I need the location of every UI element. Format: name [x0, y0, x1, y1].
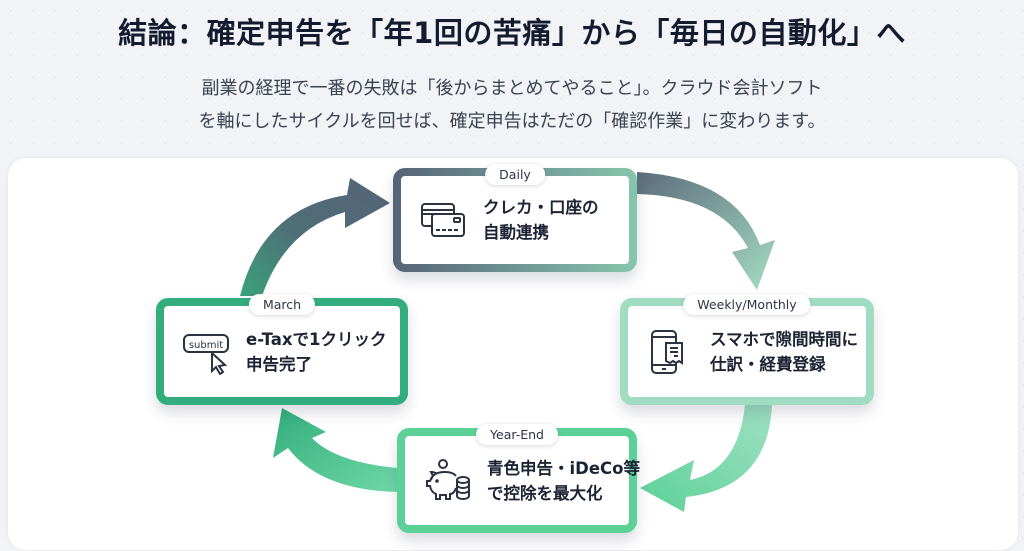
page-subtitle: 副業の経理で一番の失敗は「後からまとめてやること」。クラウド会計ソフト を軸にし…	[0, 72, 1024, 138]
cycle-node-daily: クレカ・口座の 自動連携 Daily	[393, 164, 637, 272]
node-text: 青色申告・iDeCo等 で控除を最大化	[487, 456, 640, 506]
node-text-line: スマホで隙間時間に	[710, 329, 859, 349]
piggy-bank-coins-icon	[426, 458, 470, 500]
cycle-node-year-end: 青色申告・iDeCo等 で控除を最大化 Year-End	[397, 424, 640, 533]
subtitle-line: を軸にしたサイクルを回せば、確定申告はただの「確認作業」に変わります。	[198, 111, 826, 132]
node-text: スマホで隙間時間に 仕訳・経費登録	[710, 327, 858, 377]
node-text-line: 青色申告・iDeCo等	[487, 458, 640, 478]
node-text-line: で控除を最大化	[487, 483, 603, 503]
smartphone-receipt-icon	[651, 329, 683, 374]
node-text-line: 仕訳・経費登録	[710, 354, 826, 374]
arrow-daily-to-weekly	[637, 172, 775, 290]
node-tag: Year-End	[476, 424, 558, 445]
subtitle-line: 副業の経理で一番の失敗は「後からまとめてやること」。クラウド会計ソフト	[201, 78, 823, 99]
node-text-line: e-Taxで1クリック	[246, 329, 387, 349]
arrow-yearend-to-march	[273, 408, 397, 492]
arrow-march-to-daily	[240, 178, 390, 296]
node-text-line: 自動連携	[483, 223, 549, 242]
cycle-node-march: submit e-Taxで1クリック 申告完了 March	[156, 294, 408, 405]
cycle-node-weekly-monthly: スマホで隙間時間に 仕訳・経費登録 Weekly/Monthly	[620, 294, 874, 405]
node-text-line: クレカ・口座の	[483, 198, 599, 217]
node-text-line: 申告完了	[246, 354, 312, 374]
page-title: 結論：確定申告を「年1回の苦痛」から「毎日の自動化」へ	[118, 16, 906, 50]
node-tag: Weekly/Monthly	[683, 294, 811, 315]
node-text: クレカ・口座の 自動連携	[483, 195, 599, 245]
node-text: e-Taxで1クリック 申告完了	[246, 327, 387, 377]
svg-text:submit: submit	[189, 340, 223, 351]
node-tag: March	[248, 294, 316, 315]
credit-cards-icon	[421, 203, 465, 237]
submit-click-icon: submit	[183, 333, 229, 375]
node-tag: Daily	[485, 164, 545, 185]
arrow-weekly-to-yearend	[640, 405, 772, 512]
